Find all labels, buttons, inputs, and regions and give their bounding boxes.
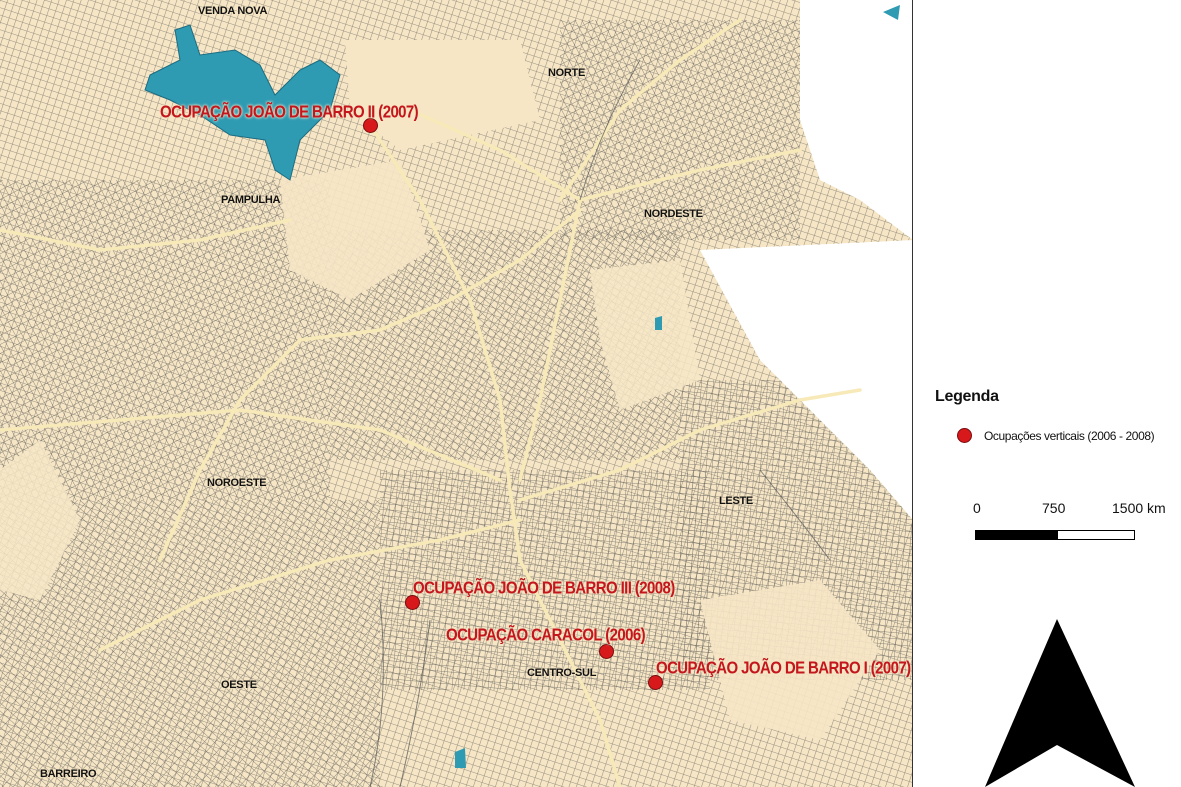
legend-title: Legenda (935, 388, 999, 405)
legend: Legenda Ocupações verticais (2006 - 2008… (935, 388, 1175, 443)
north-arrow-icon (985, 619, 1135, 787)
open-area-ufmg (280, 160, 430, 300)
scale-tick-label: 1500 km (1112, 500, 1166, 516)
occupation-label: OCUPAÇÃO CARACOL (2006) (446, 625, 646, 646)
scale-bar: 0 750 1500 km (970, 500, 1166, 545)
small-lake-south (455, 748, 466, 768)
region-label-pampulha: PAMPULHA (221, 194, 281, 206)
region-label-leste: LESTE (719, 495, 753, 507)
map-canvas[interactable]: VENDA NOVA NORTE PAMPULHA NORDESTE NOROE… (0, 0, 913, 787)
small-lake-ne (883, 5, 900, 20)
region-label-barreiro: BARREIRO (40, 768, 97, 780)
legend-marker-icon (957, 428, 972, 443)
scale-segment-white (1057, 530, 1135, 540)
region-label-centro-sul: CENTRO-SUL (527, 667, 597, 679)
scale-tick-label: 0 (973, 500, 981, 516)
region-label-norte: NORTE (548, 67, 586, 79)
small-lake-east (655, 316, 662, 330)
occupation-label: OCUPAÇÃO JOÃO DE BARRO I (2007) (656, 658, 911, 679)
outside-area-e (700, 240, 913, 520)
scale-tick-label: 750 (1042, 500, 1066, 516)
legend-item-label: Ocupações verticais (2006 - 2008) (984, 428, 1155, 443)
region-label-venda-nova: VENDA NOVA (198, 5, 268, 17)
open-area-w (0, 440, 80, 600)
region-label-nordeste: NORDESTE (644, 208, 703, 220)
open-area-east (590, 260, 700, 410)
occupation-marker[interactable] (363, 118, 378, 133)
lagoa-pampulha (144, 24, 341, 181)
legend-item: Ocupações verticais (2006 - 2008) (957, 428, 1155, 443)
street-network (0, 0, 913, 787)
scale-segment-black (975, 530, 1057, 540)
occupation-marker[interactable] (648, 675, 663, 690)
occupation-label: OCUPAÇÃO JOÃO DE BARRO III (2008) (413, 578, 675, 599)
open-area-airport (345, 40, 540, 150)
occupation-label: OCUPAÇÃO JOÃO DE BARRO II (2007) (160, 102, 419, 123)
occupation-marker[interactable] (599, 644, 614, 659)
open-area-se (700, 580, 880, 740)
region-label-oeste: OESTE (221, 679, 257, 691)
minor-roads (369, 59, 831, 787)
occupation-marker[interactable] (405, 595, 420, 610)
outside-area-ne (800, 0, 913, 240)
region-label-noroeste: NOROESTE (207, 477, 267, 489)
